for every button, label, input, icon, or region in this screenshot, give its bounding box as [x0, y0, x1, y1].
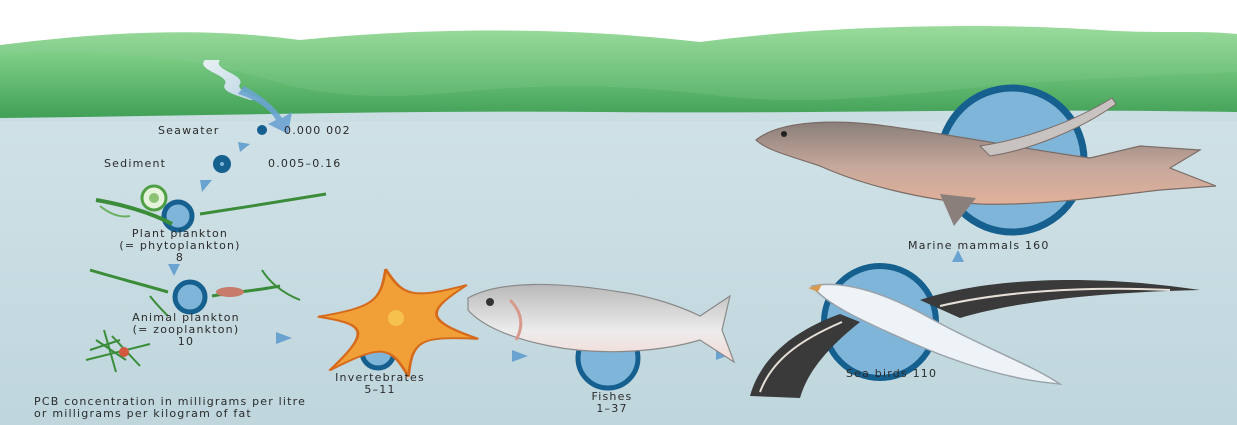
caption-line-2: or milligrams per kilogram of fat — [34, 408, 252, 420]
plant-plankton-circle — [164, 202, 192, 230]
seawater-value: 0.000 002 — [284, 125, 351, 137]
sediment-circle-inner — [220, 162, 224, 166]
sea-birds-label: Sea birds 110 — [846, 368, 937, 380]
invertebrates-value: 5–11 — [364, 384, 395, 396]
seawater-circle — [257, 125, 267, 135]
marine-mammals-label: Marine mammals 160 — [908, 240, 1050, 252]
seawater-label: Seawater — [158, 125, 219, 137]
plant-plankton-value: 8 — [176, 252, 184, 264]
animal-plankton-circle — [175, 282, 205, 312]
sediment-label: Sediment — [104, 158, 166, 170]
sediment-value: 0.005–0.16 — [268, 158, 341, 170]
fishes-value: 1–37 — [596, 403, 627, 415]
animal-plankton-value: 10 — [178, 336, 194, 348]
